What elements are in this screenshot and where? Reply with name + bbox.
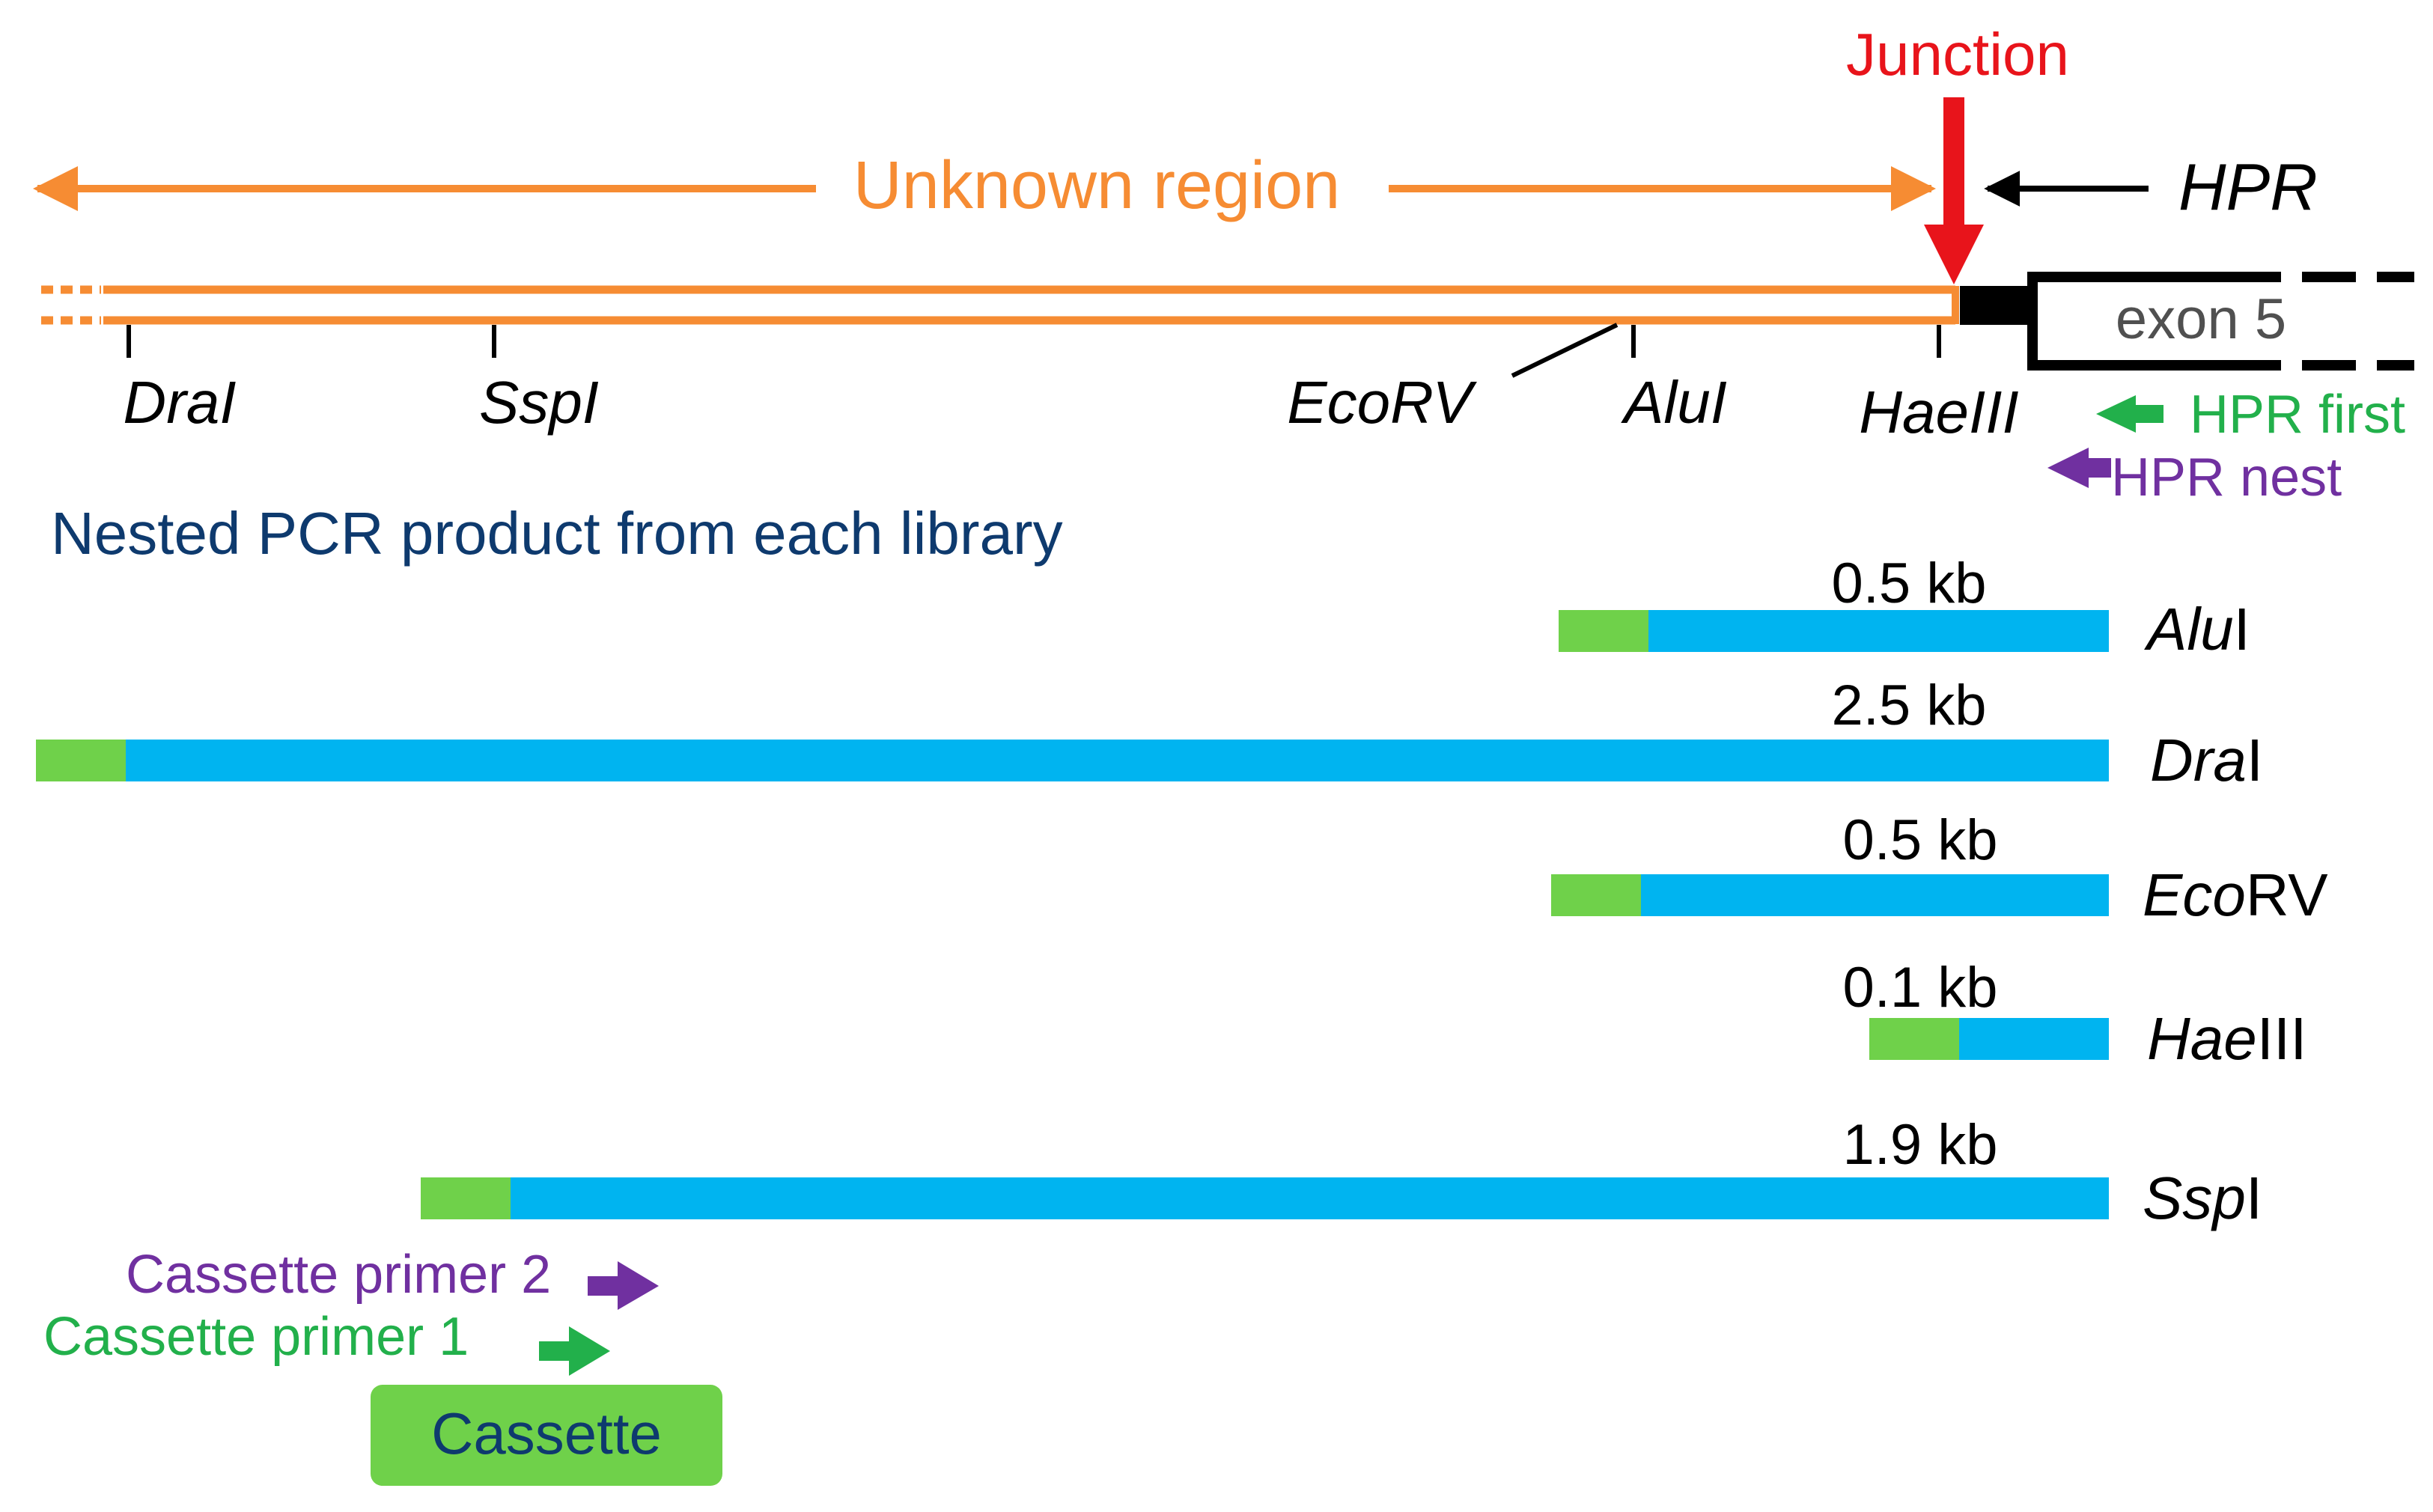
hpr-first-primer-arrow bbox=[2096, 395, 2163, 433]
product-alu: 0.5 kb AluI bbox=[1559, 552, 2250, 662]
exon-box-solid bbox=[2027, 272, 2227, 371]
product-enzyme-label: EcoRV bbox=[2143, 862, 2328, 928]
cassette-box-label: Cassette bbox=[431, 1400, 662, 1466]
product-enzyme-label: HaeIII bbox=[2147, 1005, 2306, 1072]
cassette-primer1-arrow bbox=[539, 1326, 610, 1376]
site-label-alu: AluI bbox=[1621, 369, 1727, 436]
genomic-strand bbox=[41, 285, 2033, 325]
product-bar-green bbox=[421, 1177, 511, 1219]
exon-5-box: exon 5 bbox=[2027, 272, 2414, 371]
site-pointer-ecorv bbox=[1511, 323, 1619, 378]
hpr-nest-label: HPR nest bbox=[2111, 448, 2342, 507]
product-size-label: 0.5 kb bbox=[1842, 808, 1997, 872]
enzyme-italic: Eco bbox=[2143, 862, 2246, 928]
known-flank-block bbox=[1960, 286, 2033, 325]
junction-marker: Junction bbox=[1846, 21, 2069, 284]
enzyme-rest: I bbox=[2246, 1165, 2262, 1231]
unknown-region-label: Unknown region bbox=[853, 148, 1340, 223]
hpr-nest-primer-arrow bbox=[2047, 448, 2111, 488]
cassette-primer2-arrow bbox=[588, 1261, 659, 1310]
enzyme-italic: Alu bbox=[2144, 596, 2234, 662]
product-bar-blue bbox=[1551, 874, 2109, 916]
nested-heading: Nested PCR product from each library bbox=[51, 500, 1063, 567]
product-size-label: 1.9 kb bbox=[1842, 1113, 1997, 1177]
enzyme-italic: Dra bbox=[2150, 727, 2247, 793]
product-bar-green bbox=[1551, 874, 1641, 916]
product-enzyme-label: AluI bbox=[2144, 596, 2250, 662]
product-size-label: 0.1 kb bbox=[1842, 956, 1997, 1019]
hpr-marker: HPR bbox=[1984, 150, 2318, 224]
hpr-primers: HPR first HPR nest bbox=[2047, 385, 2405, 507]
enzyme-italic: Ssp bbox=[2143, 1165, 2246, 1231]
cassette-section: Cassette primer 2 Cassette primer 1 Cass… bbox=[43, 1245, 722, 1486]
exon-label: exon 5 bbox=[2116, 287, 2286, 351]
product-bar-blue bbox=[421, 1177, 2109, 1219]
product-size-label: 0.5 kb bbox=[1831, 552, 1986, 615]
site-label-ssp: SspI bbox=[479, 369, 599, 436]
cassette-primer1-label: Cassette primer 1 bbox=[43, 1307, 469, 1367]
product-bar-blue bbox=[1559, 610, 2109, 652]
enzyme-rest: I bbox=[2247, 727, 2263, 793]
product-bar-green bbox=[36, 740, 126, 781]
site-label-ecorv: EcoRV bbox=[1287, 369, 1477, 436]
product-hae: 0.1 kb HaeIII bbox=[1842, 956, 2306, 1072]
cassette-primer2-label: Cassette primer 2 bbox=[126, 1245, 551, 1305]
product-enzyme-label: DraI bbox=[2150, 727, 2263, 793]
product-dra: 2.5 kb DraI bbox=[36, 674, 2263, 793]
product-ssp: 1.9 kb SspI bbox=[421, 1113, 2262, 1231]
enzyme-rest: I bbox=[2234, 596, 2250, 662]
unknown-region-span: Unknown region bbox=[32, 148, 1936, 223]
product-ecorv: 0.5 kb EcoRV bbox=[1551, 808, 2328, 928]
product-bar-green bbox=[1559, 610, 1648, 652]
restriction-sites: DraI SspI EcoRV AluI HaeIII bbox=[123, 323, 2019, 445]
enzyme-italic: Hae bbox=[2147, 1005, 2257, 1072]
enzyme-rest: III bbox=[2257, 1005, 2307, 1072]
enzyme-rest: RV bbox=[2246, 862, 2328, 928]
product-bar-blue bbox=[36, 740, 2109, 781]
site-label-hae: HaeIII bbox=[1859, 379, 2018, 445]
junction-arrow-head bbox=[1924, 225, 1984, 284]
junction-label: Junction bbox=[1846, 21, 2069, 88]
site-label-dra: DraI bbox=[123, 369, 236, 436]
junction-arrow-shaft bbox=[1943, 97, 1964, 228]
product-enzyme-label: SspI bbox=[2143, 1165, 2262, 1231]
cassette-box bbox=[371, 1385, 722, 1486]
hpr-first-label: HPR first bbox=[2190, 385, 2405, 445]
product-size-label: 2.5 kb bbox=[1831, 674, 1986, 737]
hpr-label: HPR bbox=[2178, 150, 2318, 224]
product-bar-green bbox=[1869, 1018, 1959, 1060]
